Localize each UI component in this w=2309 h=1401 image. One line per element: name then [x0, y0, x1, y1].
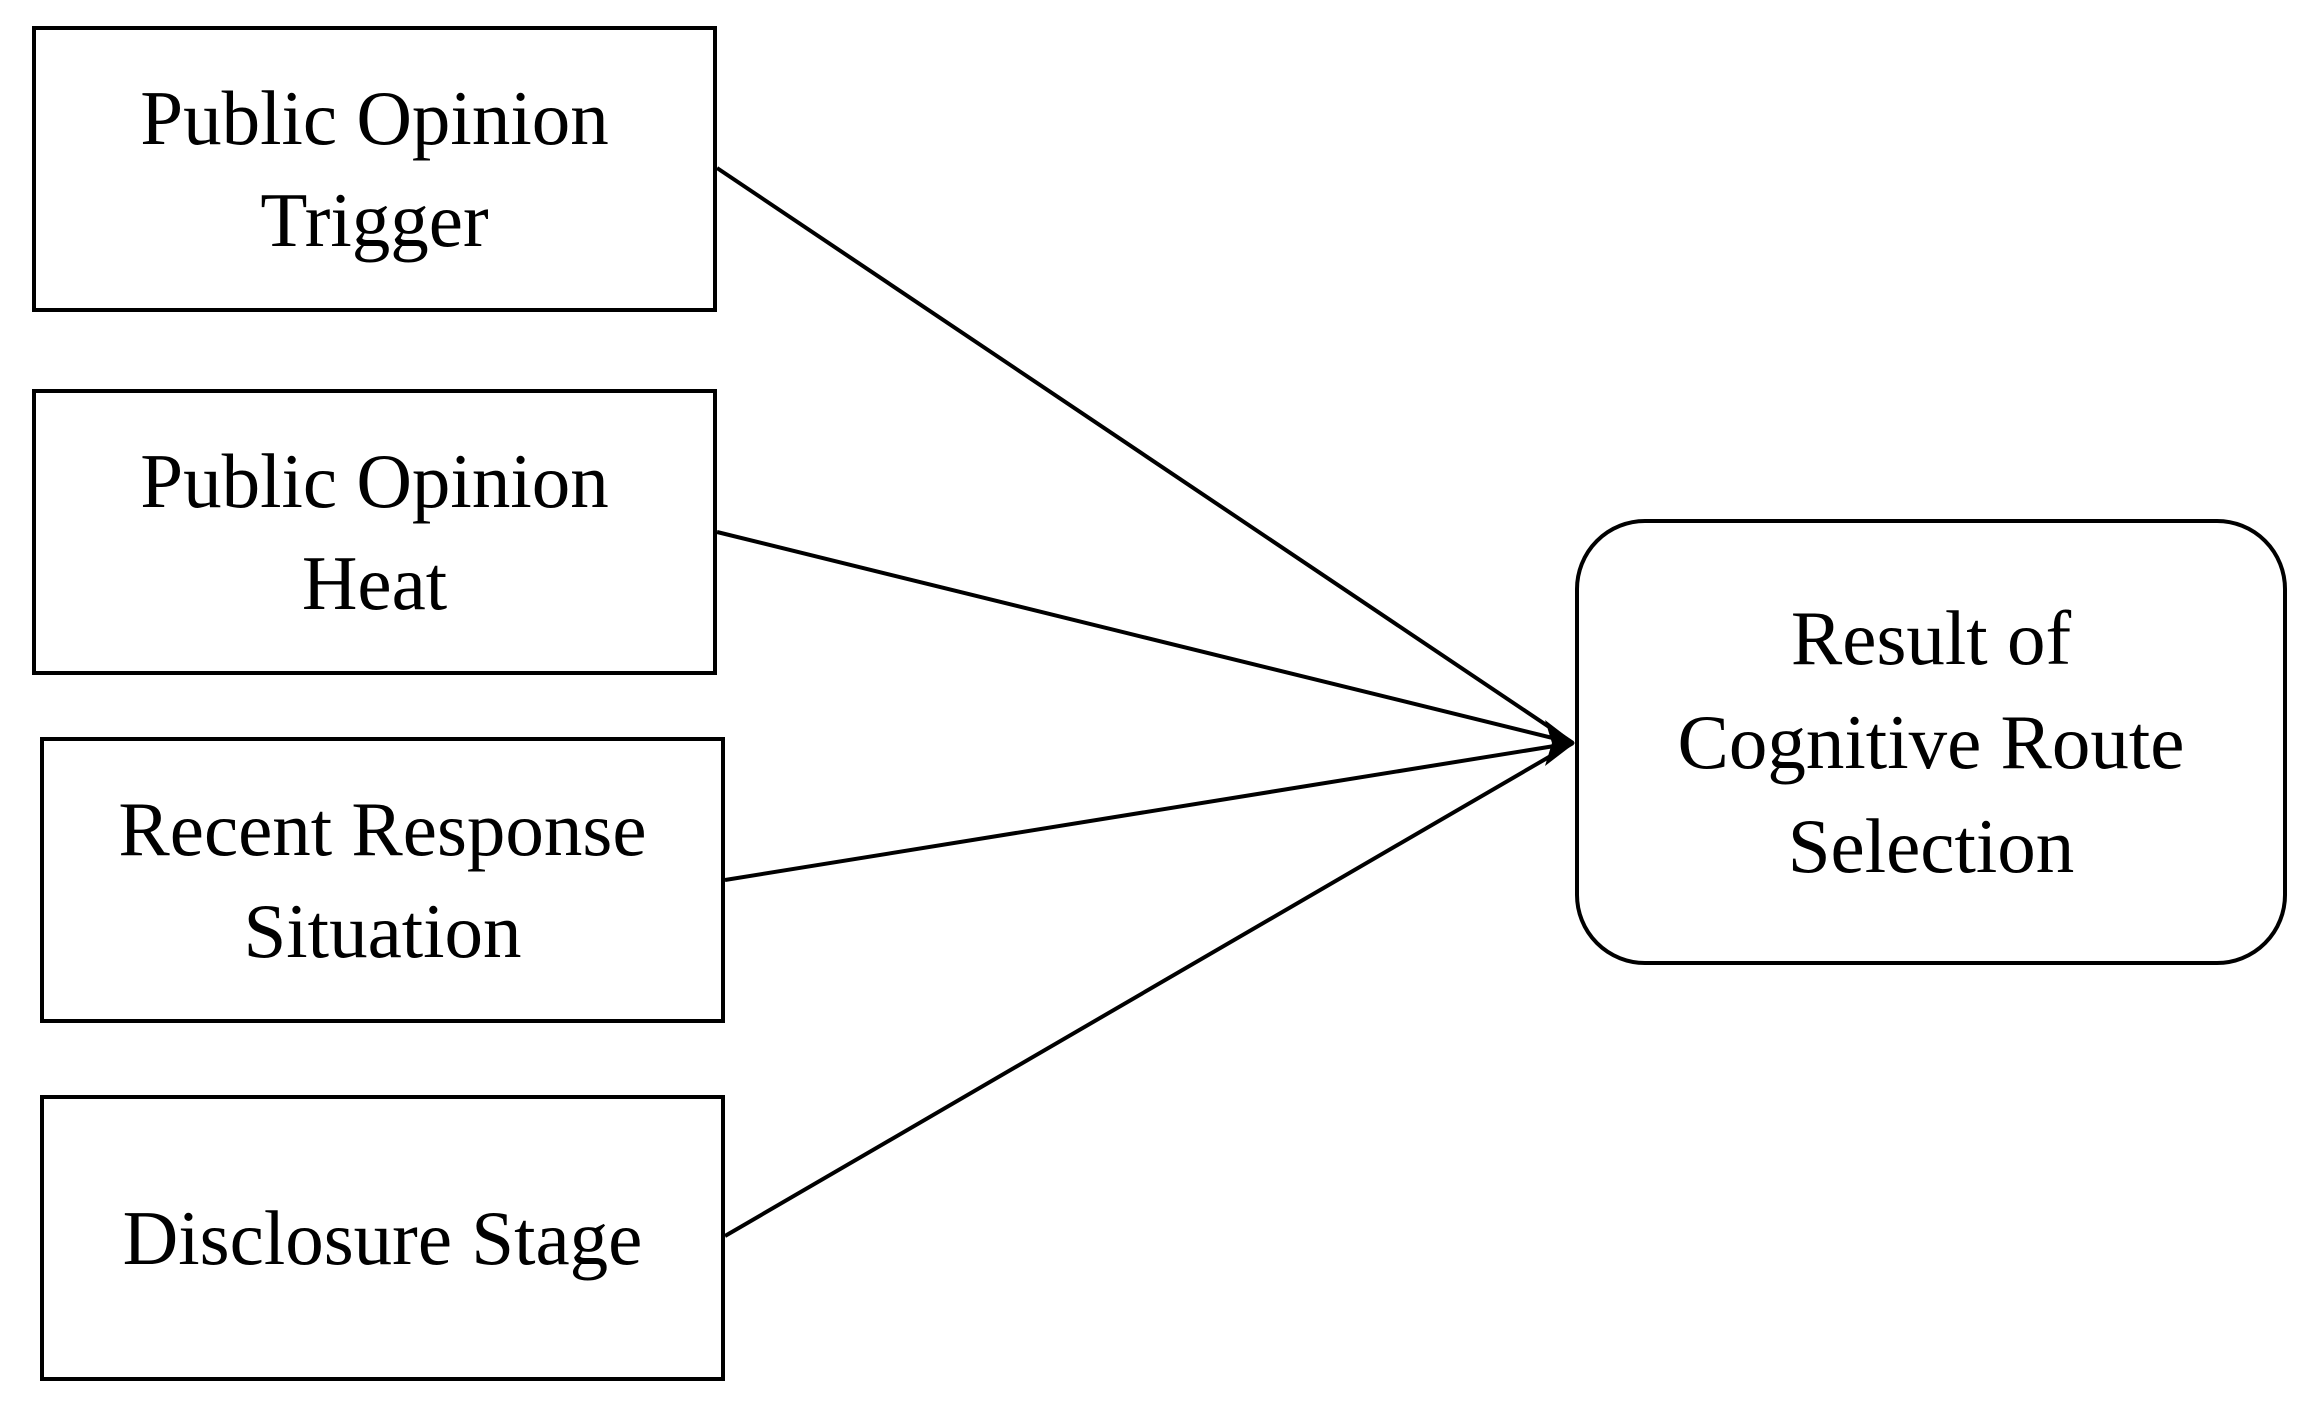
node-label-line: Situation: [243, 888, 522, 974]
node-label-line: Public Opinion: [140, 75, 609, 161]
arrow-heat-to-result: [716, 530, 1574, 745]
node-label-line: Result of: [1790, 595, 2072, 681]
node-label-line: Heat: [301, 540, 448, 626]
node-public-opinion-heat: Public Opinion Heat: [32, 389, 717, 675]
node-label-line: Recent Response: [118, 786, 647, 872]
arrow-stage-to-result: [723, 741, 1575, 1238]
node-label-line: Disclosure Stage: [122, 1195, 643, 1281]
arrowhead-icon: [1545, 720, 1575, 766]
node-label-line: Cognitive Route: [1677, 699, 2185, 785]
node-recent-response-situation: Recent Response Situation: [40, 737, 725, 1023]
arrow-response-to-result: [724, 741, 1574, 882]
node-label-line: Trigger: [260, 177, 489, 263]
node-result-of-cognitive-route-selection: Result of Cognitive Route Selection: [1575, 519, 2287, 965]
node-disclosure-stage: Disclosure Stage: [40, 1095, 725, 1381]
node-label-line: Public Opinion: [140, 438, 609, 524]
arrow-trigger-to-result: [715, 166, 1575, 745]
node-label-line: Selection: [1787, 803, 2075, 889]
node-public-opinion-trigger: Public Opinion Trigger: [32, 26, 717, 312]
